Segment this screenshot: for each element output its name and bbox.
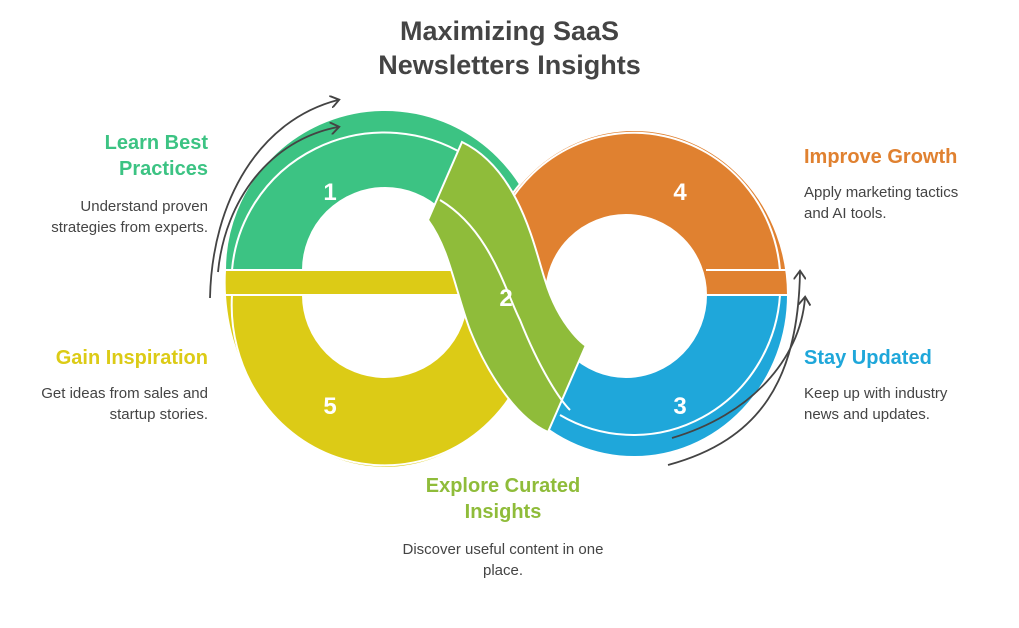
step-number-5: 5: [323, 393, 336, 420]
arrow-icon: [217, 127, 338, 273]
step-number-3: 3: [673, 393, 686, 420]
segment-2: [426, 140, 588, 434]
arrow-icon: [209, 100, 338, 299]
segment-5: [223, 269, 547, 469]
step-5-heading: Gain Inspiration: [55, 347, 208, 369]
step-1-description: Understand proven strategies from expert…: [51, 198, 208, 236]
step-3-description: Keep up with industry news and updates.: [804, 385, 948, 423]
arrow-icon: [667, 272, 800, 466]
step-5-description: Get ideas from sales and startup stories…: [41, 385, 208, 423]
step-number-1: 1: [323, 179, 336, 206]
segment-4: [478, 129, 790, 296]
arrow-icon: [671, 298, 805, 439]
step-1-heading: Learn Best Practices: [104, 132, 208, 180]
step-number-4: 4: [673, 179, 687, 206]
step-number-2: 2: [499, 285, 512, 312]
step-2-heading: Explore Curated Insights: [425, 475, 581, 523]
step-3-heading: Stay Updated: [804, 347, 932, 369]
step-4-heading: Improve Growth: [804, 146, 958, 168]
step-4-description: Apply marketing tactics and AI tools.: [804, 184, 959, 222]
step-2-description: Discover useful content in one place.: [402, 541, 604, 579]
page-title: Maximizing SaaS Newsletters Insights: [378, 16, 641, 80]
